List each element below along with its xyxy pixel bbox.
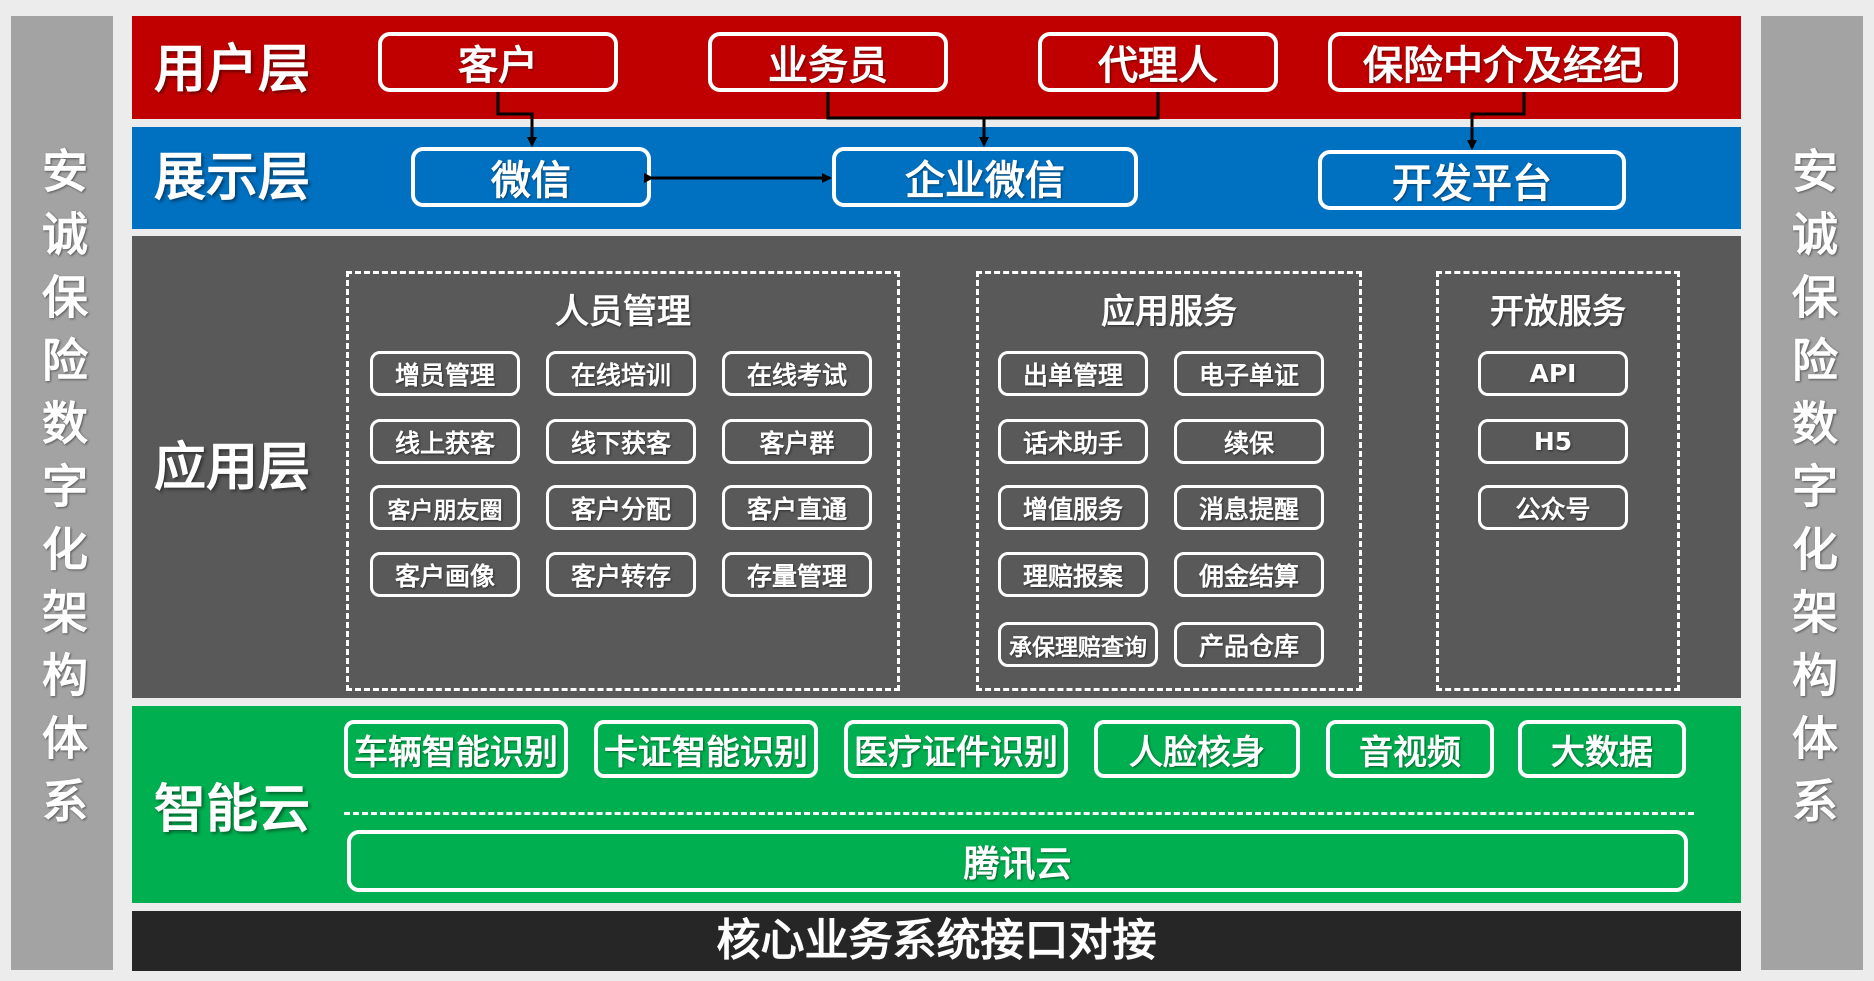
app-item: 理赔报案 bbox=[998, 552, 1148, 597]
core-layer-label: 核心业务系统接口对接 bbox=[716, 915, 1157, 966]
app-item: 线下获客 bbox=[546, 419, 696, 464]
user-layer-label: 用户层 bbox=[154, 40, 311, 100]
app-item: API bbox=[1478, 351, 1628, 396]
cloud-medical-recognition: 医疗证件识别 bbox=[844, 720, 1068, 778]
side-banner-right: 安诚保险数字化架构体系 bbox=[1761, 16, 1863, 970]
app-item: 在线考试 bbox=[722, 351, 872, 396]
user-broker: 保险中介及经纪 bbox=[1328, 32, 1678, 92]
app-item: 客户分配 bbox=[546, 485, 696, 530]
app-item: 客户朋友圈 bbox=[370, 485, 520, 530]
cloud-vehicle-recognition: 车辆智能识别 bbox=[344, 720, 568, 778]
application-layer-label: 应用层 bbox=[154, 438, 311, 498]
core-layer: 核心业务系统接口对接 bbox=[132, 911, 1741, 971]
app-item: 客户群 bbox=[722, 419, 872, 464]
side-banner-left-text: 安诚保险数字化架构体系 bbox=[35, 146, 89, 840]
app-item: 在线培训 bbox=[546, 351, 696, 396]
group-open-services-title: 开放服务 bbox=[1490, 292, 1626, 332]
group-personnel: 人员管理 bbox=[346, 271, 900, 691]
display-layer-label: 展示层 bbox=[154, 148, 311, 208]
app-item: 佣金结算 bbox=[1174, 552, 1324, 597]
side-banner-right-text: 安诚保险数字化架构体系 bbox=[1785, 146, 1839, 840]
arrow-customer-to-wechat bbox=[496, 92, 537, 147]
app-item: 存量管理 bbox=[722, 552, 872, 597]
app-item: 出单管理 bbox=[998, 351, 1148, 396]
app-item: 增值服务 bbox=[998, 485, 1148, 530]
app-item: 线上获客 bbox=[370, 419, 520, 464]
group-app-services-title: 应用服务 bbox=[1101, 292, 1237, 332]
group-open-services: 开放服务 bbox=[1436, 271, 1680, 691]
cloud-audio-video: 音视频 bbox=[1326, 720, 1494, 778]
app-item: H5 bbox=[1478, 419, 1628, 464]
app-item: 客户转存 bbox=[546, 552, 696, 597]
app-item: 客户直通 bbox=[722, 485, 872, 530]
cloud-divider bbox=[344, 812, 1694, 815]
app-item: 续保 bbox=[1174, 419, 1324, 464]
side-banner-left: 安诚保险数字化架构体系 bbox=[11, 16, 113, 970]
user-agent: 代理人 bbox=[1038, 32, 1278, 92]
user-salesperson: 业务员 bbox=[708, 32, 948, 92]
app-item: 产品仓库 bbox=[1174, 622, 1324, 667]
cloud-layer: 智能云 车辆智能识别 卡证智能识别 医疗证件识别 人脸核身 音视频 大数据 腾讯… bbox=[132, 706, 1741, 903]
app-item: 电子单证 bbox=[1174, 351, 1324, 396]
app-item: 客户画像 bbox=[370, 552, 520, 597]
cloud-tencent: 腾讯云 bbox=[347, 830, 1688, 892]
cloud-layer-label: 智能云 bbox=[154, 780, 311, 840]
app-item: 消息提醒 bbox=[1174, 485, 1324, 530]
cloud-face-verification: 人脸核身 bbox=[1094, 720, 1300, 778]
cloud-card-recognition: 卡证智能识别 bbox=[594, 720, 818, 778]
application-layer: 应用层 人员管理 增员管理 在线培训 在线考试 线上获客 线下获客 客户群 客户… bbox=[132, 236, 1741, 698]
group-personnel-title: 人员管理 bbox=[555, 292, 691, 332]
connector-salesperson-agent bbox=[826, 92, 1160, 120]
user-layer: 用户层 客户 业务员 代理人 保险中介及经纪 bbox=[132, 16, 1741, 119]
group-app-services: 应用服务 bbox=[976, 271, 1362, 691]
display-dev-platform: 开发平台 bbox=[1318, 150, 1626, 210]
display-wechat: 微信 bbox=[411, 147, 651, 207]
app-item: 公众号 bbox=[1478, 485, 1628, 530]
user-customer: 客户 bbox=[378, 32, 618, 92]
app-item: 增员管理 bbox=[370, 351, 520, 396]
app-item: 话术助手 bbox=[998, 419, 1148, 464]
display-wecom: 企业微信 bbox=[832, 147, 1138, 207]
cloud-big-data: 大数据 bbox=[1518, 720, 1686, 778]
arrow-broker-to-dev-platform bbox=[1467, 92, 1526, 150]
app-item: 承保理赔查询 bbox=[998, 622, 1158, 667]
